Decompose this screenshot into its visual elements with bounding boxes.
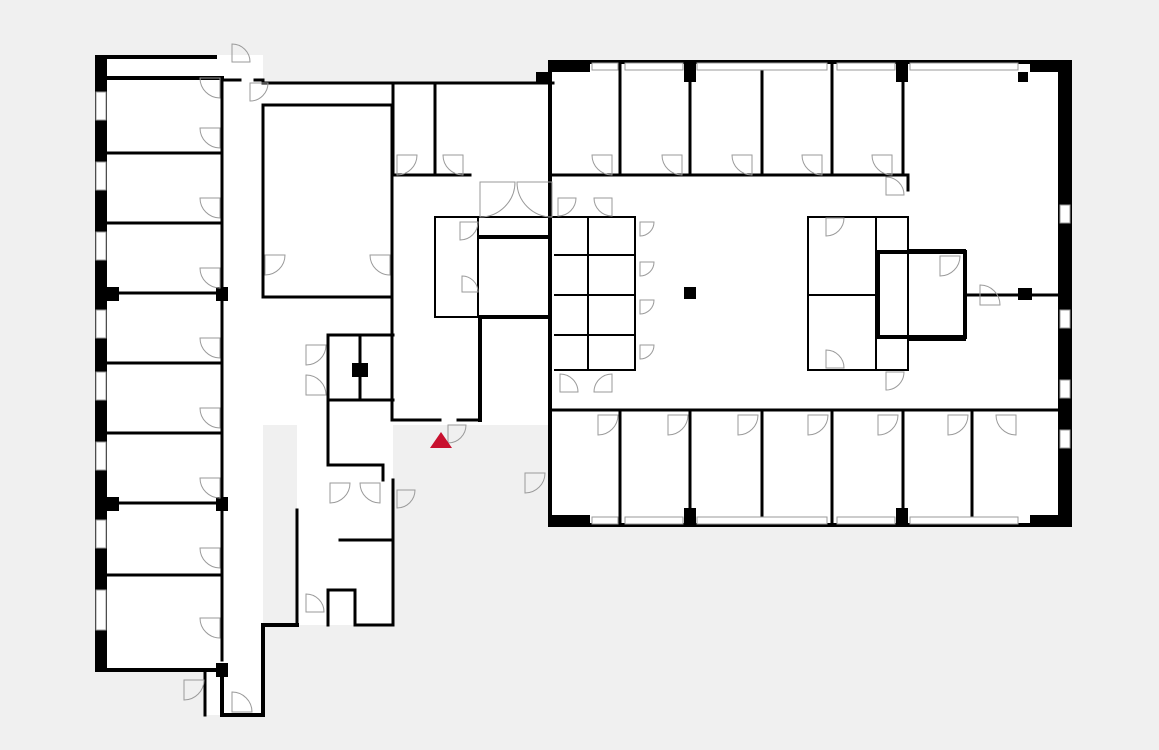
door-swing [442, 154, 464, 176]
door-swing [593, 197, 613, 217]
door-swing [885, 371, 905, 391]
door-swing [461, 275, 479, 293]
door-swing [329, 482, 351, 504]
door-swing [559, 373, 579, 393]
door-swing [369, 254, 391, 276]
door-swing [731, 154, 753, 176]
door-swing [231, 691, 253, 713]
door-swing [199, 477, 221, 499]
door-swing [459, 221, 479, 241]
right-wing [548, 60, 1072, 527]
door-swing [199, 617, 221, 639]
door-swing [737, 414, 759, 436]
door-swing [359, 482, 381, 504]
center-block [220, 72, 555, 627]
door-swing [199, 77, 221, 99]
door-swing [597, 414, 619, 436]
floor-area [97, 55, 1070, 715]
door-swing [667, 414, 689, 436]
door-swing [199, 267, 221, 289]
door-swing [199, 127, 221, 149]
door-swing [516, 181, 553, 218]
door-swing [877, 414, 899, 436]
door-swing [825, 349, 845, 369]
you-are-here-triangle-icon [430, 432, 452, 448]
door-swing [639, 299, 655, 315]
door-swing [557, 197, 577, 217]
doors [183, 43, 1017, 713]
door-swing [396, 489, 416, 509]
door-swing [885, 176, 905, 196]
door-swing [264, 254, 286, 276]
door-swing [979, 284, 1001, 306]
windows [591, 62, 1071, 525]
door-swing [249, 82, 269, 102]
door-swing [639, 344, 655, 360]
door-swing [807, 414, 829, 436]
left-wing [95, 55, 299, 717]
door-swing [661, 154, 683, 176]
door-swing [591, 154, 613, 176]
door-swing [183, 679, 205, 701]
door-swing [199, 407, 221, 429]
door-swing [593, 373, 613, 393]
door-swing [639, 221, 655, 237]
door-swing [639, 261, 655, 277]
door-swing [947, 414, 969, 436]
door-swing [447, 424, 467, 444]
door-swing [396, 154, 418, 176]
door-swing [801, 154, 823, 176]
door-swing [199, 197, 221, 219]
door-swing [305, 344, 327, 366]
door-swing [231, 43, 251, 63]
door-swing [871, 154, 893, 176]
door-swing [305, 593, 325, 613]
door-swing [524, 472, 546, 494]
windows [95, 91, 107, 631]
door-swing [479, 181, 516, 218]
door-swing [305, 374, 327, 396]
door-swing [825, 217, 845, 237]
door-swing [199, 547, 221, 569]
door-swing [199, 337, 221, 359]
door-swing [995, 414, 1017, 436]
door-swing [939, 255, 961, 277]
